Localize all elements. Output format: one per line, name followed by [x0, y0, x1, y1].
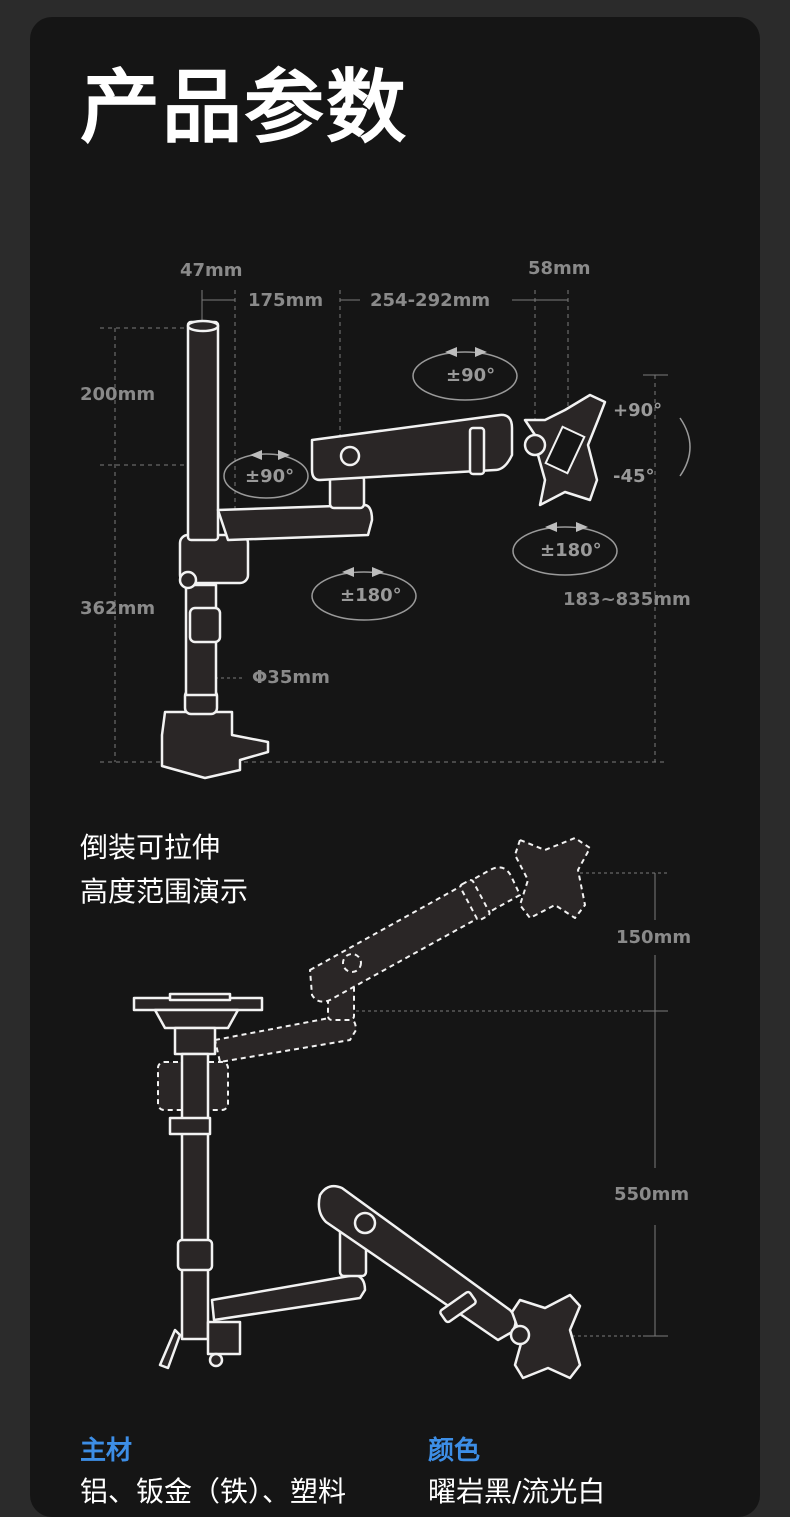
- rot-left: ±90°: [245, 466, 295, 487]
- rot-top: ±90°: [446, 365, 496, 386]
- rot-bottom180: ±180°: [340, 585, 402, 606]
- tilt-down: -45°: [613, 466, 655, 487]
- dim-58: 58mm: [528, 258, 591, 279]
- dim-150: 150mm: [616, 927, 692, 948]
- dim-550: 550mm: [614, 1184, 690, 1205]
- dim-phi35: Φ35mm: [252, 667, 330, 688]
- tilt-up: +90°: [613, 400, 663, 421]
- dim-200: 200mm: [80, 384, 156, 405]
- material-label: 主材: [80, 1436, 133, 1466]
- dim-362: 362mm: [80, 598, 156, 619]
- dim-254: 254-292mm: [370, 290, 491, 311]
- dim-175: 175mm: [248, 290, 324, 311]
- color-label: 颜色: [428, 1436, 481, 1466]
- rot-right180: ±180°: [540, 540, 602, 561]
- material-value: 铝、钣金（铁）、塑料: [80, 1475, 347, 1508]
- dim-47: 47mm: [180, 260, 243, 281]
- color-value: 曜岩黑/流光白: [428, 1475, 606, 1508]
- page-title: 产品参数: [80, 61, 408, 154]
- dim-183: 183~835mm: [563, 589, 691, 610]
- subtitle-line2: 高度范围演示: [80, 875, 249, 908]
- subtitle-line1: 倒装可拉伸: [80, 831, 221, 864]
